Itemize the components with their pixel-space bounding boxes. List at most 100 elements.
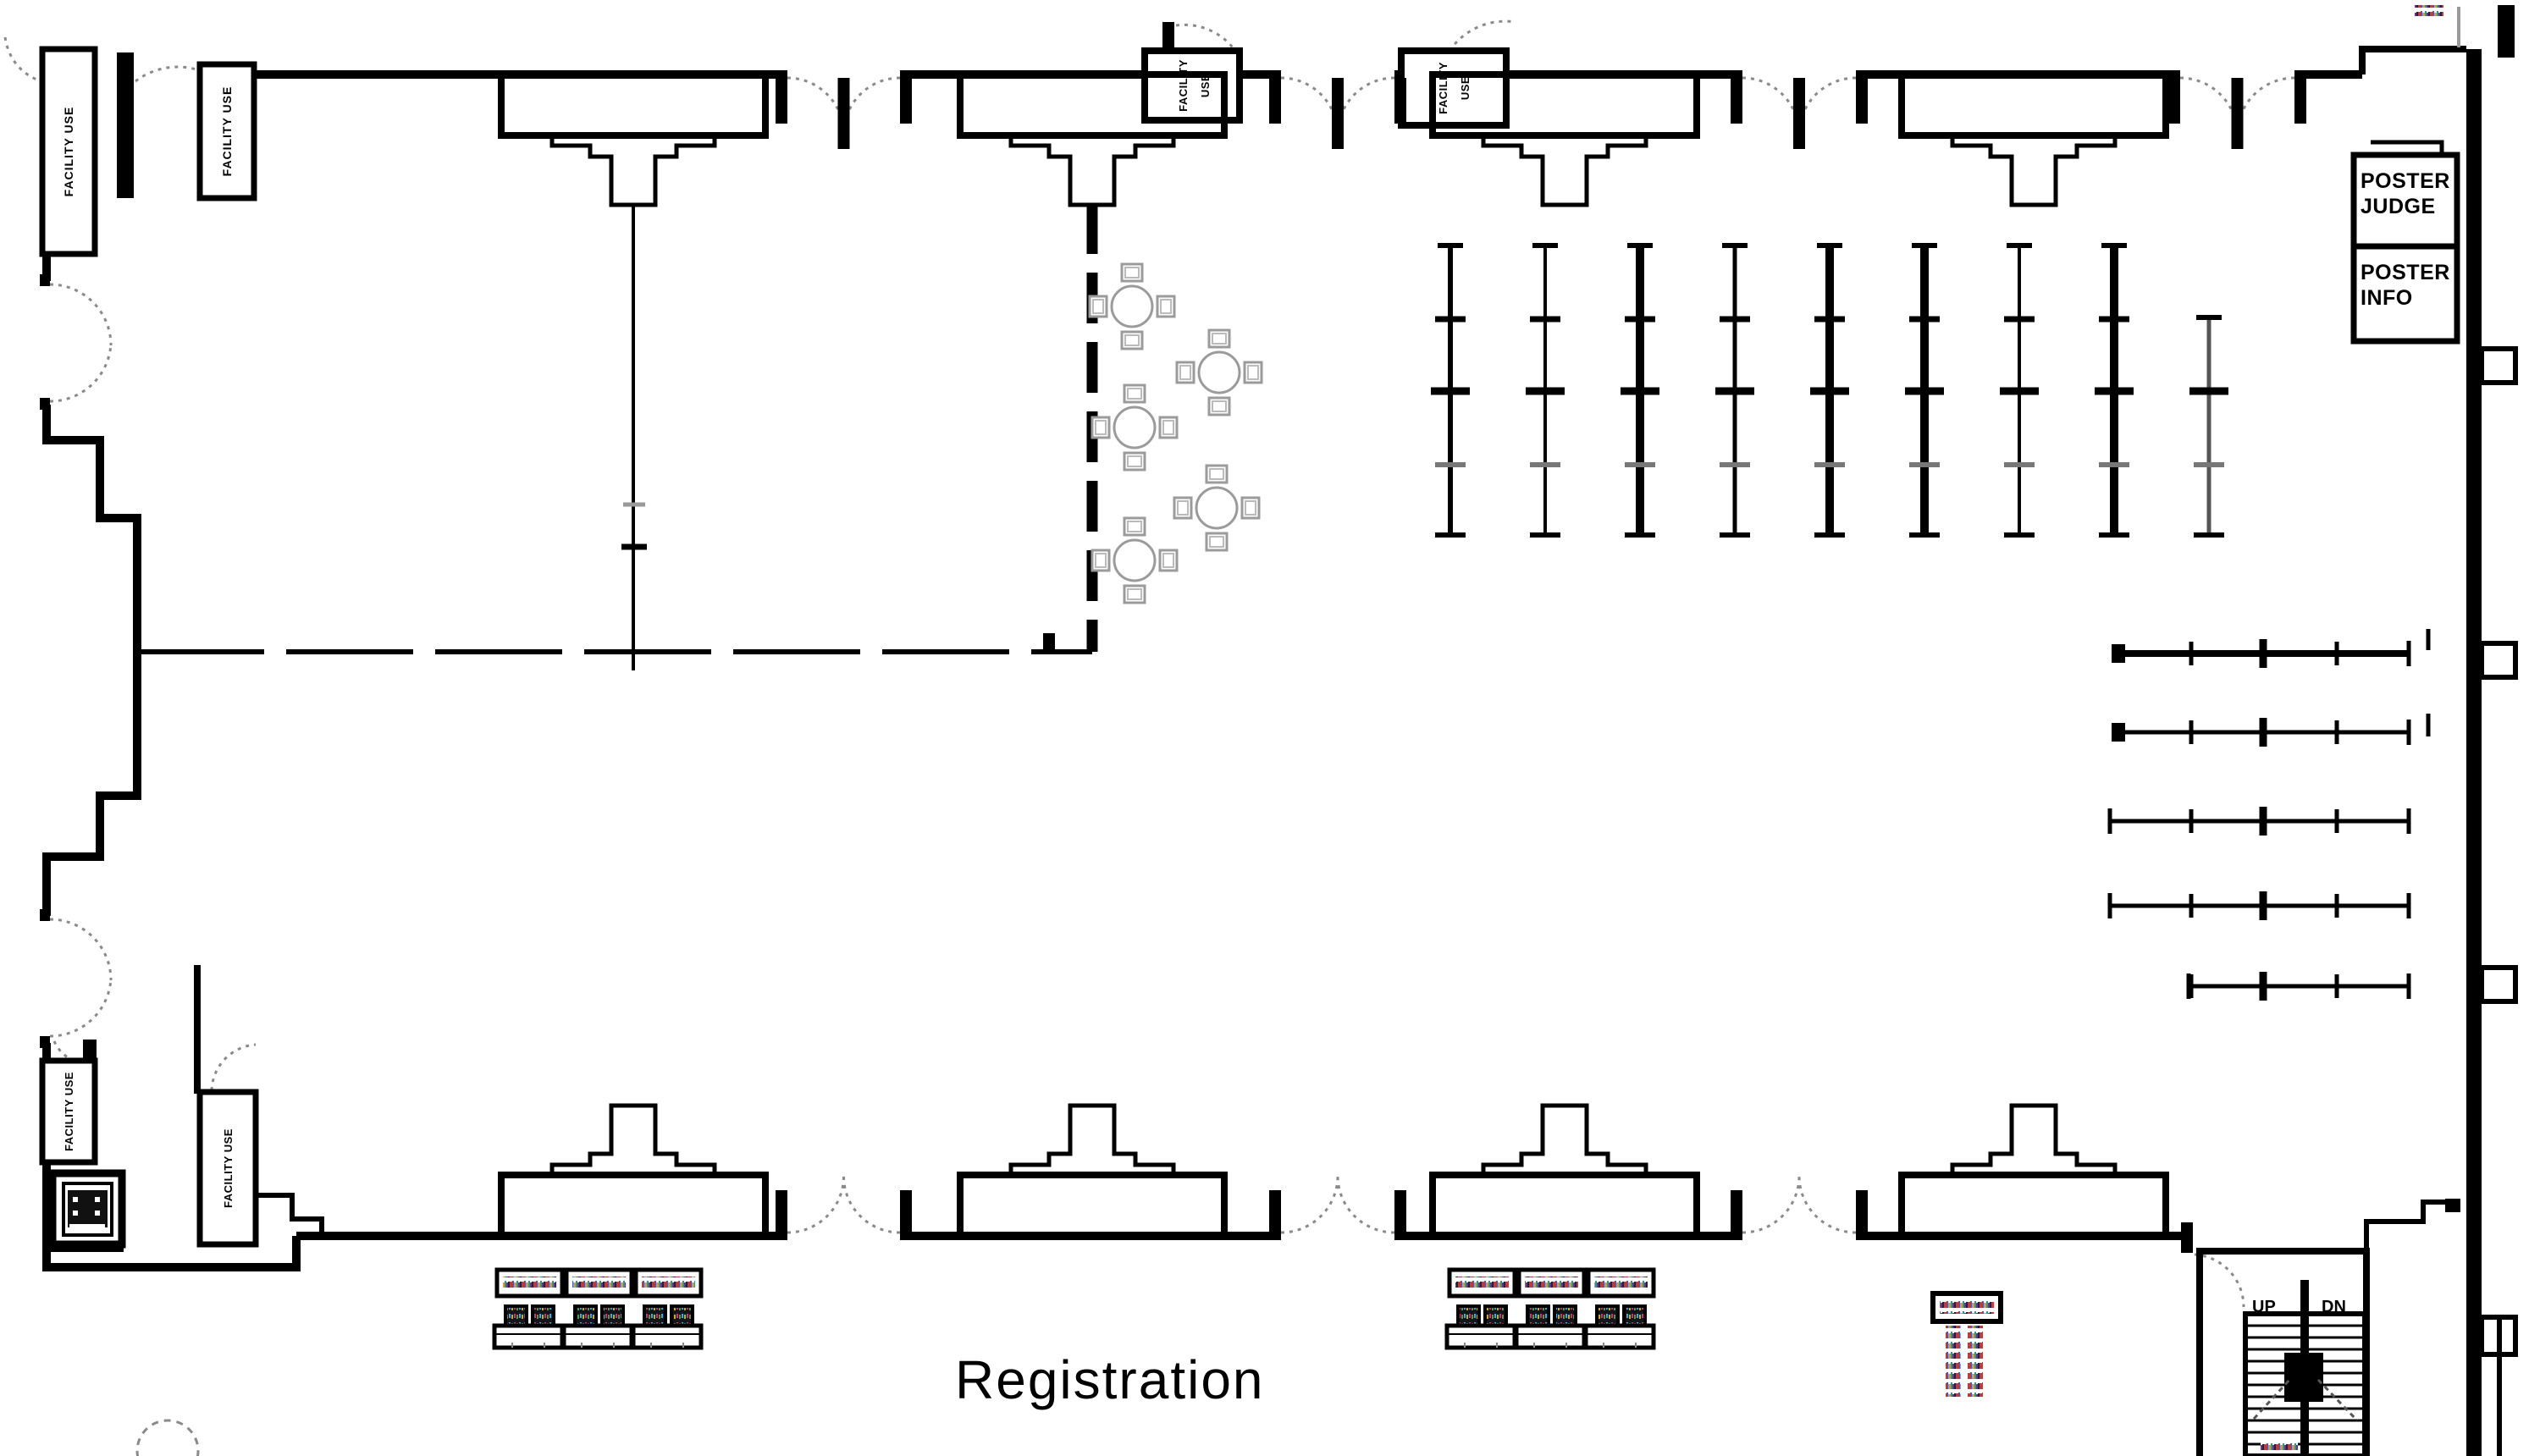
chair-inner xyxy=(1209,536,1224,548)
bottom-left-area: FACILITY USE FACILITY USE xyxy=(39,965,324,1456)
facility-box-door-arc xyxy=(1448,19,1516,52)
registration-table xyxy=(561,1323,634,1350)
equipment-dot xyxy=(73,1197,78,1202)
facility-use-label: FACILITY USE xyxy=(222,1128,235,1208)
chair-inner xyxy=(1212,333,1227,345)
registration-chair xyxy=(1526,1304,1550,1328)
pocket-top-funnel xyxy=(960,133,1224,207)
left-lower-door-arcs xyxy=(49,918,113,1038)
registration-chair xyxy=(504,1304,528,1328)
door-jamb xyxy=(776,78,787,124)
door-swing-arcs xyxy=(1742,1175,1857,1234)
round-table xyxy=(1113,538,1157,582)
registration-chair xyxy=(643,1304,667,1328)
door-swing-arcs xyxy=(787,1176,901,1234)
registration-chair xyxy=(1456,1304,1481,1328)
pocket-bottom-funnel xyxy=(501,1103,765,1177)
door-jamb xyxy=(1731,78,1742,124)
chair-inner xyxy=(1095,553,1107,568)
facility-label-line2: USE xyxy=(1199,74,1212,97)
round-table-group xyxy=(1173,464,1261,552)
poster-judge-box xyxy=(2350,152,2460,250)
registration-chair xyxy=(1553,1304,1577,1328)
chair-inner xyxy=(1124,267,1140,279)
left-upper-door-arcs xyxy=(49,283,113,403)
door-jamb xyxy=(2181,1222,2193,1253)
chair-inner xyxy=(1245,500,1256,516)
door-leaf xyxy=(837,78,850,149)
right-wall xyxy=(2466,49,2482,1456)
registration-chair xyxy=(531,1304,555,1328)
registration-group-center xyxy=(1444,1267,1656,1350)
round-table xyxy=(1197,350,1241,394)
door-jamb xyxy=(40,909,50,921)
top-right-wall-stub xyxy=(2498,5,2515,58)
stair-landing-block xyxy=(2284,1353,2323,1402)
chair-inner xyxy=(1127,588,1142,600)
door-jamb xyxy=(776,1190,787,1236)
wall-pockets xyxy=(498,71,2169,1239)
chair-inner xyxy=(1177,500,1189,516)
facility-use-label: FACILITY USE xyxy=(63,1072,75,1151)
vertical-poster-rows xyxy=(1431,243,2228,538)
registration-table xyxy=(631,1323,704,1350)
sign-illegible-text xyxy=(1594,1277,1648,1289)
equipment-dot xyxy=(95,1211,100,1216)
registration-chair xyxy=(573,1304,598,1328)
chair-inner xyxy=(1127,521,1142,532)
facility-label-line1: FACILITY xyxy=(1177,59,1190,112)
chair-inner xyxy=(1209,468,1224,480)
door-jamb xyxy=(2294,78,2306,124)
closet-door-arc xyxy=(210,1043,257,1091)
poster-judge-line2: JUDGE xyxy=(2361,195,2436,218)
pocket-top xyxy=(1898,71,2169,139)
pocket-bottom xyxy=(957,1172,1228,1239)
equipment-block xyxy=(68,1190,108,1227)
top-right-corner-wall xyxy=(2359,46,2466,74)
door-jamb xyxy=(1394,1190,1406,1236)
column-dashed-circle xyxy=(135,1419,200,1456)
sign-illegible-text xyxy=(1525,1277,1578,1289)
door-jamb xyxy=(1269,78,1281,124)
door-jamb xyxy=(40,1036,50,1048)
door-jamb xyxy=(40,274,50,286)
pocket-top-funnel xyxy=(1902,133,2166,207)
chair-inner xyxy=(1162,553,1174,568)
pocket-top-funnel xyxy=(501,133,765,207)
pocket-bottom-funnel xyxy=(1433,1103,1697,1177)
stair-bottom-illegible-label xyxy=(2261,1441,2298,1453)
facility-label-line1: FACILITY xyxy=(1437,62,1449,114)
double-doors xyxy=(776,76,2306,1236)
facility-use-label: FACILITY USE xyxy=(62,107,75,197)
sign-illegible-text xyxy=(1455,1277,1509,1289)
door-jamb xyxy=(1394,78,1406,124)
wall-notch xyxy=(2445,1199,2460,1212)
door-swing-arcs xyxy=(1280,1175,1395,1234)
door-jamb xyxy=(1856,1190,1868,1236)
top-left-closets: FACILITY USE FACILITY USE xyxy=(39,46,257,257)
poster-admin-boxes: POSTER JUDGE POSTER INFO xyxy=(2350,140,2460,345)
poster-info-box xyxy=(2350,243,2460,345)
door-jamb xyxy=(1269,1190,1281,1236)
pocket-top xyxy=(498,71,769,139)
registration-table xyxy=(1444,1323,1517,1350)
registration-group-left xyxy=(492,1267,704,1350)
registration-table xyxy=(1583,1323,1656,1350)
facility-use-label: FACILITY USE xyxy=(220,86,234,177)
chair-inner xyxy=(1212,400,1227,412)
jog-line xyxy=(2371,140,2444,155)
stair-direction-arrows xyxy=(2252,1376,2359,1422)
round-table-group xyxy=(1175,328,1263,416)
chair-inner xyxy=(1124,334,1140,346)
door-jamb xyxy=(900,78,912,124)
facility-box-door-arc xyxy=(1175,23,1237,52)
pocket-bottom xyxy=(1898,1172,2169,1239)
chair-inner xyxy=(1247,365,1259,380)
equipment-dot xyxy=(95,1197,100,1202)
stair-door-arc xyxy=(2194,1253,2245,1308)
door-jamb xyxy=(2168,78,2180,124)
equipment-dot xyxy=(73,1211,78,1216)
door-jamb xyxy=(1731,1190,1742,1236)
door-leaf xyxy=(2231,78,2244,149)
